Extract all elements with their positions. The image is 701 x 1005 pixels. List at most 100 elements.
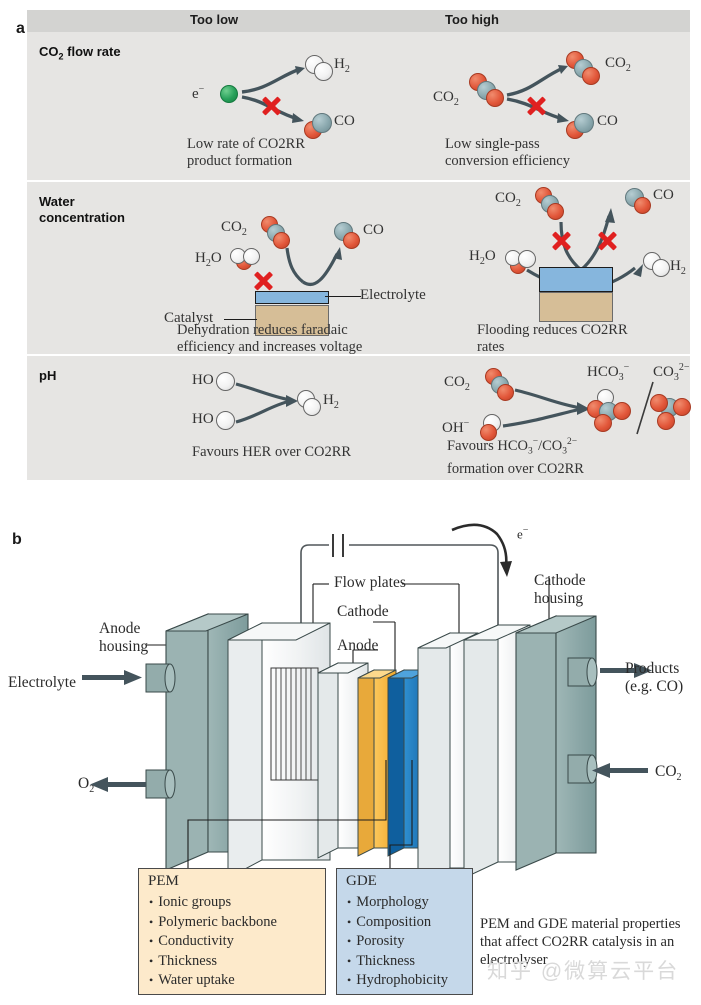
label-co2-in: CO2 [655,763,682,784]
row-title-water-concentration: Water concentration [39,194,125,225]
label-co: CO [597,113,618,129]
atom-carbon [574,113,594,133]
caption-pem-gde-properties: PEM and GDE material properties that aff… [480,916,681,968]
label-h2: H2 [323,392,339,411]
products-out-arrow [600,663,652,678]
atom-hydrogen [518,250,536,268]
label-co2: CO2 [444,374,470,393]
label-h2: H2 [670,258,686,277]
panel-a-table: Too low Too high CO2 flow rate e− [27,10,691,480]
row-title-co2-flow-rate: CO2 flow rate [39,44,121,62]
products-outlet-port [567,657,598,687]
catalyst-layer [539,292,613,322]
label-co: CO [334,113,355,129]
callout-connectors [187,760,413,868]
list-item: Polymeric backbone [149,913,277,933]
label-co: CO [363,222,384,238]
battery-symbol [332,534,344,557]
callout-box-gde: GDE Morphology Composition Porosity Thic… [336,868,473,995]
label-anode-housing: Anode housing [99,620,149,655]
atom-hydrogen [652,259,670,277]
label-electrolyte: Electrolyte [360,287,426,303]
label-oh-minus: OH− [442,418,470,436]
atom-oxygen [582,67,600,85]
label-catalyst: Catalyst [164,310,214,326]
list-item: Hydrophobicity [347,971,448,991]
label-h2o: H2O [195,250,222,269]
gde-box-list: Morphology Composition Porosity Thicknes… [347,893,448,991]
atom-oxygen [547,203,564,220]
pem-box-title: PEM [148,873,179,889]
panel-a-letter: a [16,20,25,37]
atom-hydroxide [216,411,235,430]
electrolyte-in-arrow [82,670,142,685]
label-h2: H2 [334,56,350,75]
label-co3: CO32− [653,362,690,383]
column-header-too-low: Too low [190,12,239,27]
flow-arrows [82,663,652,792]
list-item: Water uptake [149,971,277,991]
atom-oxygen [480,424,497,441]
atom-oxygen [650,394,668,412]
label-co2: CO2 [495,190,521,209]
list-item: Porosity [347,932,448,952]
caption-water-too-low: Dehydration reduces faradaic efficiency … [177,322,363,355]
atom-oxygen [594,414,612,432]
atom-carbon [312,113,332,133]
label-electrolyte-in: Electrolyte [8,674,76,691]
label-co2: CO2 [221,219,247,238]
list-item: Thickness [347,952,448,972]
list-item: Thickness [149,952,277,972]
cathode-housing-block [515,615,598,871]
atom-oxygen [657,412,675,430]
label-ho: HO [192,372,214,388]
external-circuit [300,544,499,646]
label-cathode: Cathode [337,603,389,620]
electrolyte-layer-flooded [539,267,613,292]
list-item: Conductivity [149,932,277,952]
atom-hydrogen [243,248,260,265]
electrolyte-layer [255,291,329,304]
column-header-too-high: Too high [445,12,499,27]
label-h2o: H2O [469,248,496,267]
arrows-water-too-low [285,247,342,286]
table-row: pH HO HO H2 Favours HER over CO2RR [27,356,691,480]
atom-oxygen [343,232,360,249]
atom-oxygen [497,384,514,401]
pem-box-list: Ionic groups Polymeric backbone Conducti… [149,893,277,991]
label-hco3: HCO3− [587,362,630,383]
table-header-band: Too low Too high [27,10,690,32]
label-ho: HO [192,411,214,427]
co2-in-arrow [592,763,648,778]
list-item: Morphology [347,893,448,913]
label-anode: Anode [337,637,379,654]
label-co2: CO2 [605,55,631,74]
anode-flow-plate [227,622,331,879]
catalyst-layer [255,305,329,336]
o2-out-arrow [90,777,146,792]
label-o2-out: O2 [78,775,95,796]
label-cathode-housing: Cathode housing [534,572,586,607]
atom-oxygen [634,197,651,214]
atom-oxygen [673,398,691,416]
table-row: CO2 flow rate e− H2 CO [27,32,690,180]
arrows-ph-too-low [235,382,298,424]
electron-arrow [451,523,512,577]
electrolyte-inlet-port [145,663,176,693]
atom-hydroxide [216,372,235,391]
atom-oxygen [273,232,290,249]
atom-hydrogen [314,62,333,81]
row-title-ph: pH [39,368,57,383]
label-flow-plates: Flow plates [334,574,406,591]
callout-box-pem: PEM Ionic groups Polymeric backbone Cond… [138,868,326,995]
leader-line [325,296,361,297]
panel-b-letter: b [12,531,22,548]
row-divider [27,354,690,356]
list-item: Ionic groups [149,893,277,913]
label-co2: CO2 [433,89,459,108]
arrows-ph-too-high [502,388,590,428]
caption-water-too-high: Flooding reduces CO2RR rates [477,322,628,355]
atom-hydrogen [303,398,321,416]
